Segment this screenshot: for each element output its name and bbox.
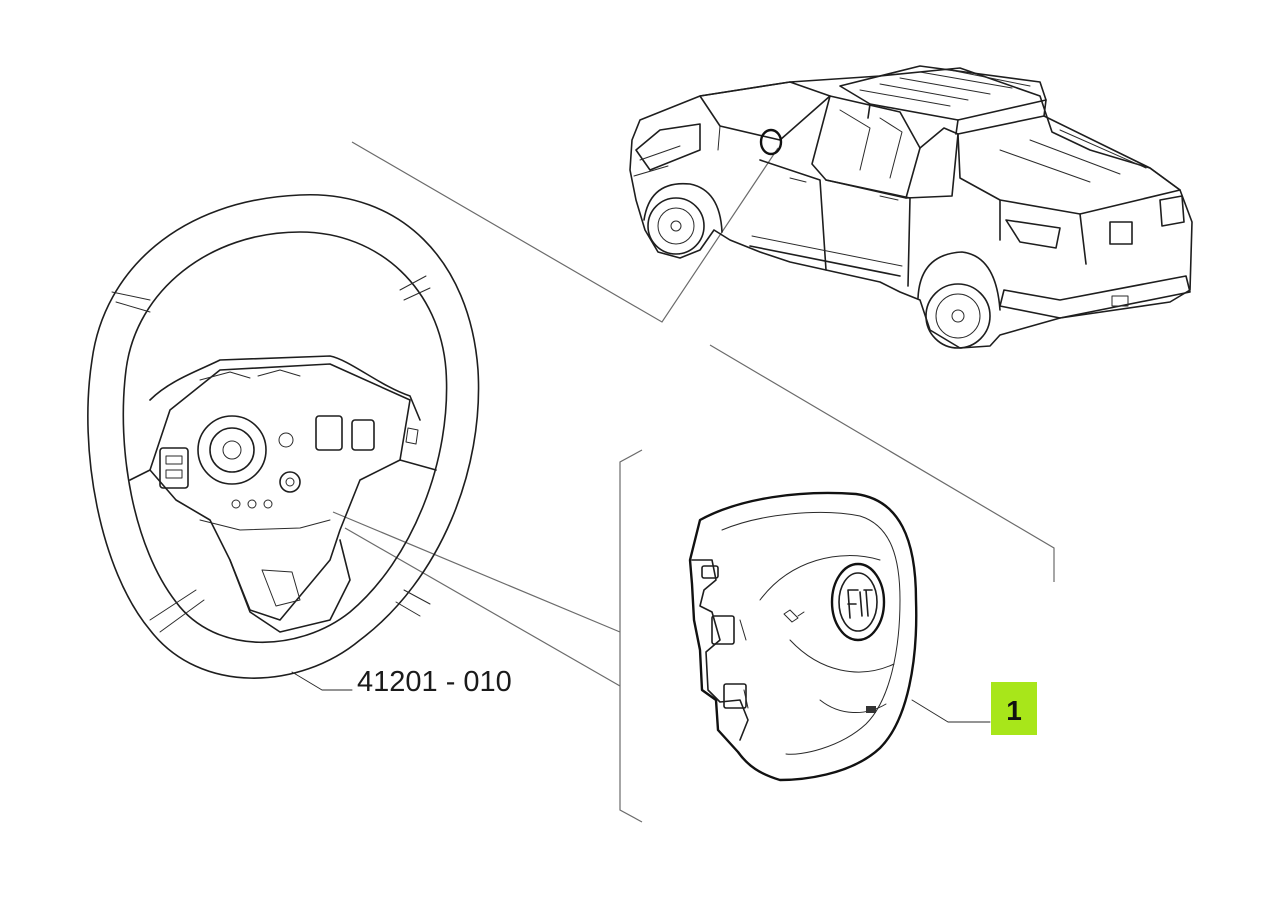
assembly-guide-lines xyxy=(332,141,1055,823)
airbag-callout-number: 1 xyxy=(1006,695,1022,726)
airbag-module-drawing xyxy=(688,491,918,782)
steering-wheel-part-number: 41201 - 010 xyxy=(357,666,512,698)
airbag-callout-box xyxy=(991,682,1037,735)
steering-wheel-leader xyxy=(291,671,353,691)
vehicle-pickup-drawing xyxy=(629,65,1193,349)
steering-wheel-drawing xyxy=(87,194,480,679)
airbag-callout-leader xyxy=(911,699,991,723)
